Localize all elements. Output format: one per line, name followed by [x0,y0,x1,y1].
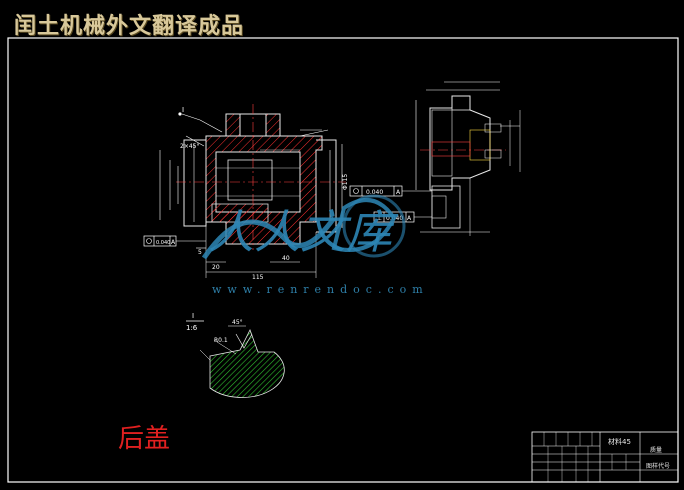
chamfer-dim: 2×45° [180,143,199,150]
watermark-text: 人人文库 [208,205,392,259]
detail-label: I [192,312,194,320]
tol-value-mid: 0.040 [366,189,383,196]
dim-5: 5 [198,249,202,256]
title-material: 材料45 [608,437,631,446]
part-name: 后盖 [118,424,171,454]
perpendicularity-icon: ⊥ [376,214,382,222]
runout-icon [146,238,152,244]
section-label: I [182,106,184,114]
dim-40: 40 [282,255,290,262]
watermark-logo [201,194,406,260]
main-section-view: I 2×45° 115 20 40 5 Φ115 0.040 A [143,104,349,281]
dim-bottom: 115 [252,274,264,281]
detail-scale: 1:6 [186,324,198,332]
runout-icon [353,188,359,194]
datum-mid: A [396,189,401,196]
watermark-url: www.renrendoc.com [212,283,429,296]
datum-left: A [171,239,176,246]
dim-20: 20 [212,264,220,271]
tolerance-frame-runout-left: 0.040 A [143,235,206,247]
title-weight-label: 质量 [650,446,662,454]
title-drawing-number: 图样代号 [646,462,670,470]
detail-view: I 1:6 R0.1 45° [186,312,285,398]
sheet-border [7,37,679,483]
detail-radius: R0.1 [214,337,228,344]
dim-dia-right: Φ115 [342,174,349,190]
tol-value-left: 0.040 [156,240,170,246]
title-block: 材料45 质量 图样代号 [531,431,679,483]
banner-title: 闰土机械外文翻译成品 [14,14,245,39]
detail-angle: 45° [232,319,243,326]
datum-perp: A [407,215,412,222]
